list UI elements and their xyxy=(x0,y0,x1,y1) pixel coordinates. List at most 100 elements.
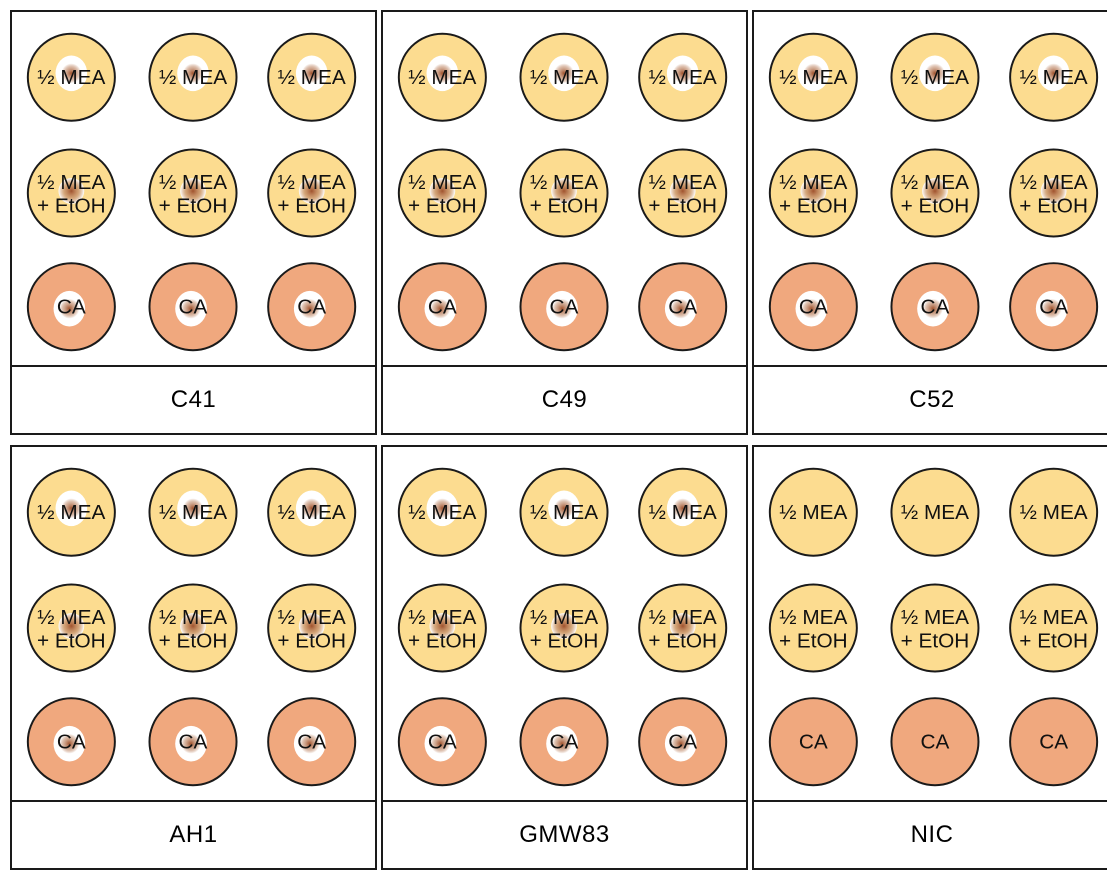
growth-spot xyxy=(430,298,451,319)
dish-label-line1: ½ MEA xyxy=(37,171,105,194)
dish-mea-etoh: ½ MEA+ EtOH xyxy=(1009,583,1099,673)
dish-label: ½ MEA xyxy=(1020,66,1088,89)
growth-spot xyxy=(58,178,85,204)
growth-spot xyxy=(552,298,572,319)
dish-label-line1: ½ MEA xyxy=(1020,171,1088,194)
dish-mea-etoh: ½ MEA+ EtOH xyxy=(148,148,238,238)
growth-spot xyxy=(299,733,320,754)
dish-label: CA xyxy=(179,296,208,319)
dish-mea-etoh: ½ MEA+ EtOH xyxy=(267,583,357,673)
dish-ca: CA xyxy=(890,262,980,352)
dish-label: ½ MEA xyxy=(278,66,346,89)
growth-spot xyxy=(554,498,574,519)
dish-label: ½ MEA xyxy=(901,66,969,89)
dish-ca: CA xyxy=(267,697,357,787)
dish-mea: ½ MEA xyxy=(1009,32,1099,122)
dish-label-line1: ½ MEA xyxy=(649,606,717,629)
growth-spot xyxy=(801,298,822,319)
panel-label: GMW83 xyxy=(383,800,746,868)
dish-label-line2: + EtOH xyxy=(408,195,477,218)
dish-label-line2: + EtOH xyxy=(1019,195,1088,218)
dish-label-line1: ½ MEA xyxy=(37,606,105,629)
dish-mea-etoh: ½ MEA+ EtOH xyxy=(519,148,609,238)
panel-c41: ½ MEA ½ MEA ½ MEA ½ MEA+ EtOH ½ MEA+ EtOH ½ M… xyxy=(10,10,377,435)
dish-label: ½ MEA xyxy=(278,501,346,524)
growth-spot xyxy=(301,63,322,84)
growth-spot xyxy=(183,498,203,519)
growth-spot xyxy=(298,178,325,204)
dish-label-line2: + EtOH xyxy=(159,630,228,653)
dish-mea: ½ MEA xyxy=(890,32,980,122)
dish-label: ½ MEA xyxy=(159,66,227,89)
dish-label-line1: ½ MEA xyxy=(408,171,476,194)
dish-ca: CA xyxy=(397,697,487,787)
dish-mea-etoh: ½ MEA+ EtOH xyxy=(267,148,357,238)
growth-spot xyxy=(551,613,577,639)
dish-label: ½ MEA xyxy=(159,501,227,524)
dish-label: ½ MEA xyxy=(901,501,969,524)
dish-label-line1: ½ MEA xyxy=(530,171,598,194)
growth-spot xyxy=(925,63,945,84)
dish-label-line2: + EtOH xyxy=(37,630,106,653)
dish-label: CA xyxy=(550,296,579,319)
dish-label-line2: + EtOH xyxy=(779,195,848,218)
dish-label: CA xyxy=(668,296,697,319)
growth-spot xyxy=(430,733,451,754)
growth-spot xyxy=(61,498,82,519)
growth-spot xyxy=(923,298,943,319)
dish-label: ½ MEA xyxy=(1020,501,1088,524)
dish-mea: ½ MEA xyxy=(267,32,357,122)
dish-mea-etoh: ½ MEA+ EtOH xyxy=(890,148,980,238)
dish-mea-etoh: ½ MEA+ EtOH xyxy=(26,583,116,673)
dish-label: ½ MEA xyxy=(649,66,717,89)
growth-spot xyxy=(670,733,691,754)
dish-label-line1: ½ MEA xyxy=(530,606,598,629)
dish-label-line2: + EtOH xyxy=(408,630,477,653)
dish-label: ½ MEA xyxy=(37,501,105,524)
growth-spot xyxy=(298,613,325,639)
growth-spot xyxy=(180,613,206,639)
growth-spot xyxy=(301,498,322,519)
dish-mea: ½ MEA xyxy=(148,32,238,122)
dish-mea: ½ MEA xyxy=(26,32,116,122)
growth-spot xyxy=(183,63,203,84)
dish-label: CA xyxy=(668,731,697,754)
growth-spot xyxy=(61,63,82,84)
dish-label-line1: ½ MEA xyxy=(159,606,227,629)
dish-mea: ½ MEA xyxy=(397,32,487,122)
dish-ca: CA xyxy=(768,697,858,787)
growth-spot xyxy=(58,613,85,639)
dish-mea-etoh: ½ MEA+ EtOH xyxy=(148,583,238,673)
dish-label: ½ MEA xyxy=(779,66,847,89)
dish-label-line2: + EtOH xyxy=(1019,630,1088,653)
growth-spot xyxy=(1041,298,1062,319)
dish-label-line1: ½ MEA xyxy=(1020,606,1088,629)
dish-ca: CA xyxy=(148,697,238,787)
dish-label-line2: + EtOH xyxy=(901,195,970,218)
dish-label: ½ MEA xyxy=(408,66,476,89)
dish-label: CA xyxy=(550,731,579,754)
growth-spot xyxy=(922,178,948,204)
dish-label: CA xyxy=(297,296,326,319)
dish-label: CA xyxy=(799,731,828,754)
growth-spot xyxy=(554,63,574,84)
dish-label: CA xyxy=(1039,296,1068,319)
growth-spot xyxy=(429,613,456,639)
dish-label: CA xyxy=(921,296,950,319)
dish-label: CA xyxy=(799,296,828,319)
dish-label-line2: + EtOH xyxy=(530,195,599,218)
dish-label: CA xyxy=(57,731,86,754)
growth-spot xyxy=(803,63,824,84)
growth-spot xyxy=(669,178,696,204)
growth-spot xyxy=(552,733,572,754)
dish-mea-etoh: ½ MEA+ EtOH xyxy=(397,583,487,673)
dish-mea: ½ MEA xyxy=(397,467,487,557)
dish-mea: ½ MEA xyxy=(26,467,116,557)
dish-label: CA xyxy=(179,731,208,754)
dish-label: ½ MEA xyxy=(408,501,476,524)
dish-ca: CA xyxy=(267,262,357,352)
